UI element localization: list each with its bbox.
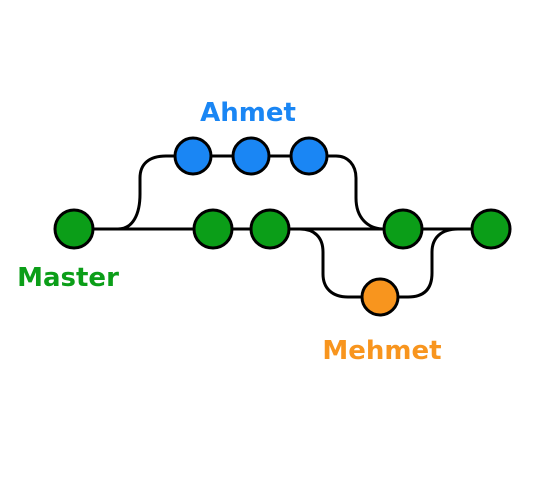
mehmet-label: Mehmet [322, 336, 441, 366]
master-label: Master [17, 263, 119, 293]
master-merge-commit-1 [382, 208, 424, 250]
ahmet-commit-1 [173, 136, 213, 176]
ahmet-label: Ahmet [200, 98, 296, 128]
ahmet-commit-3 [289, 136, 329, 176]
master-commit-3 [249, 208, 291, 250]
master-commit-2 [192, 208, 234, 250]
ahmet-commit-2 [231, 136, 271, 176]
master-commit-1 [53, 208, 95, 250]
mehmet-commit [360, 277, 400, 317]
master-merge-commit-2 [470, 208, 512, 250]
